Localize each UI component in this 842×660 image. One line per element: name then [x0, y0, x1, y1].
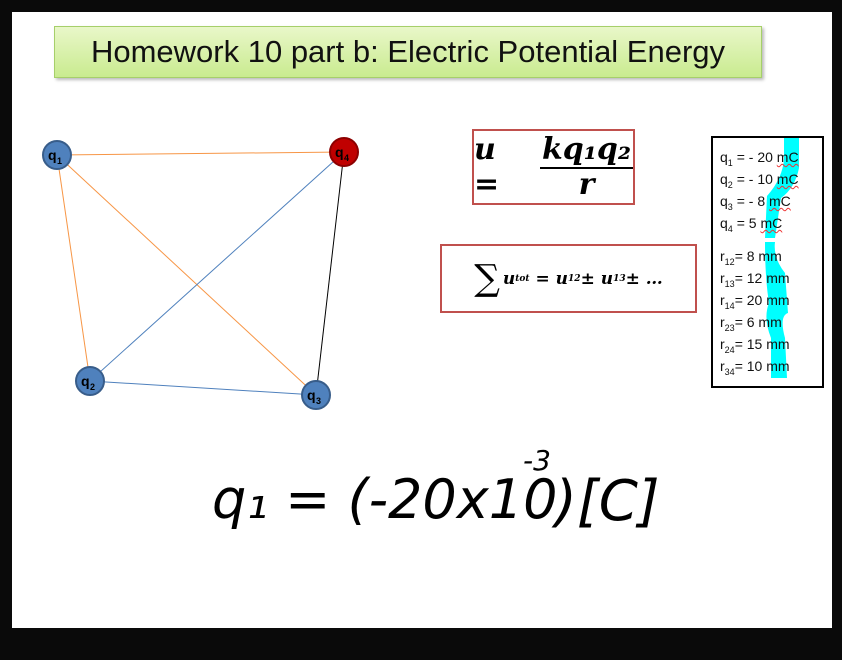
svg-text:3: 3: [316, 396, 321, 406]
edge-q1-q3: [56, 154, 317, 396]
handwritten-note: q₁ = (-20x10 -3 )[C]: [212, 444, 660, 534]
charge-q2: q2 = - 10 mC: [720, 171, 799, 190]
node-label: q: [335, 144, 344, 160]
svg-text:4: 4: [344, 153, 349, 163]
edge-q4-q3: [315, 151, 345, 396]
given-values-box: q1 = - 20 mC q2 = - 10 mC q3 = - 8 mC q4…: [711, 136, 824, 388]
distance-r12: r12= 8 mm: [720, 248, 782, 267]
svg-text:)[C]: )[C]: [551, 469, 660, 534]
distance-r13: r13= 12 mm: [720, 270, 790, 289]
charge-q3: q3 = - 8 mC: [720, 193, 791, 212]
distance-r23: r23= 6 mm: [720, 314, 782, 333]
highlighter-stroke: [765, 138, 799, 378]
svg-text:1: 1: [57, 156, 62, 166]
distance-r14: r14= 20 mm: [720, 292, 790, 311]
edge-q4-q2: [89, 151, 345, 382]
node-label: q: [81, 373, 90, 389]
slide-title: Homework 10 part b: Electric Potential E…: [54, 26, 762, 78]
charge-q4: q4 = 5 mC: [720, 215, 783, 234]
charge-q1: q1 = - 20 mC: [720, 149, 799, 168]
distance-r24: r24= 15 mm: [720, 336, 790, 355]
svg-text:q₁ = (-20x10: q₁ = (-20x10: [212, 468, 557, 531]
edge-q1-q2: [56, 154, 91, 382]
edge-q2-q3: [89, 380, 317, 396]
svg-text:2: 2: [90, 382, 95, 392]
node-label: q: [48, 147, 57, 163]
svg-text:-3: -3: [523, 444, 551, 477]
edge-q1-q4: [56, 151, 345, 156]
distance-r34: r34= 10 mm: [720, 358, 790, 377]
slide: [12, 12, 832, 628]
node-label: q: [307, 387, 316, 403]
